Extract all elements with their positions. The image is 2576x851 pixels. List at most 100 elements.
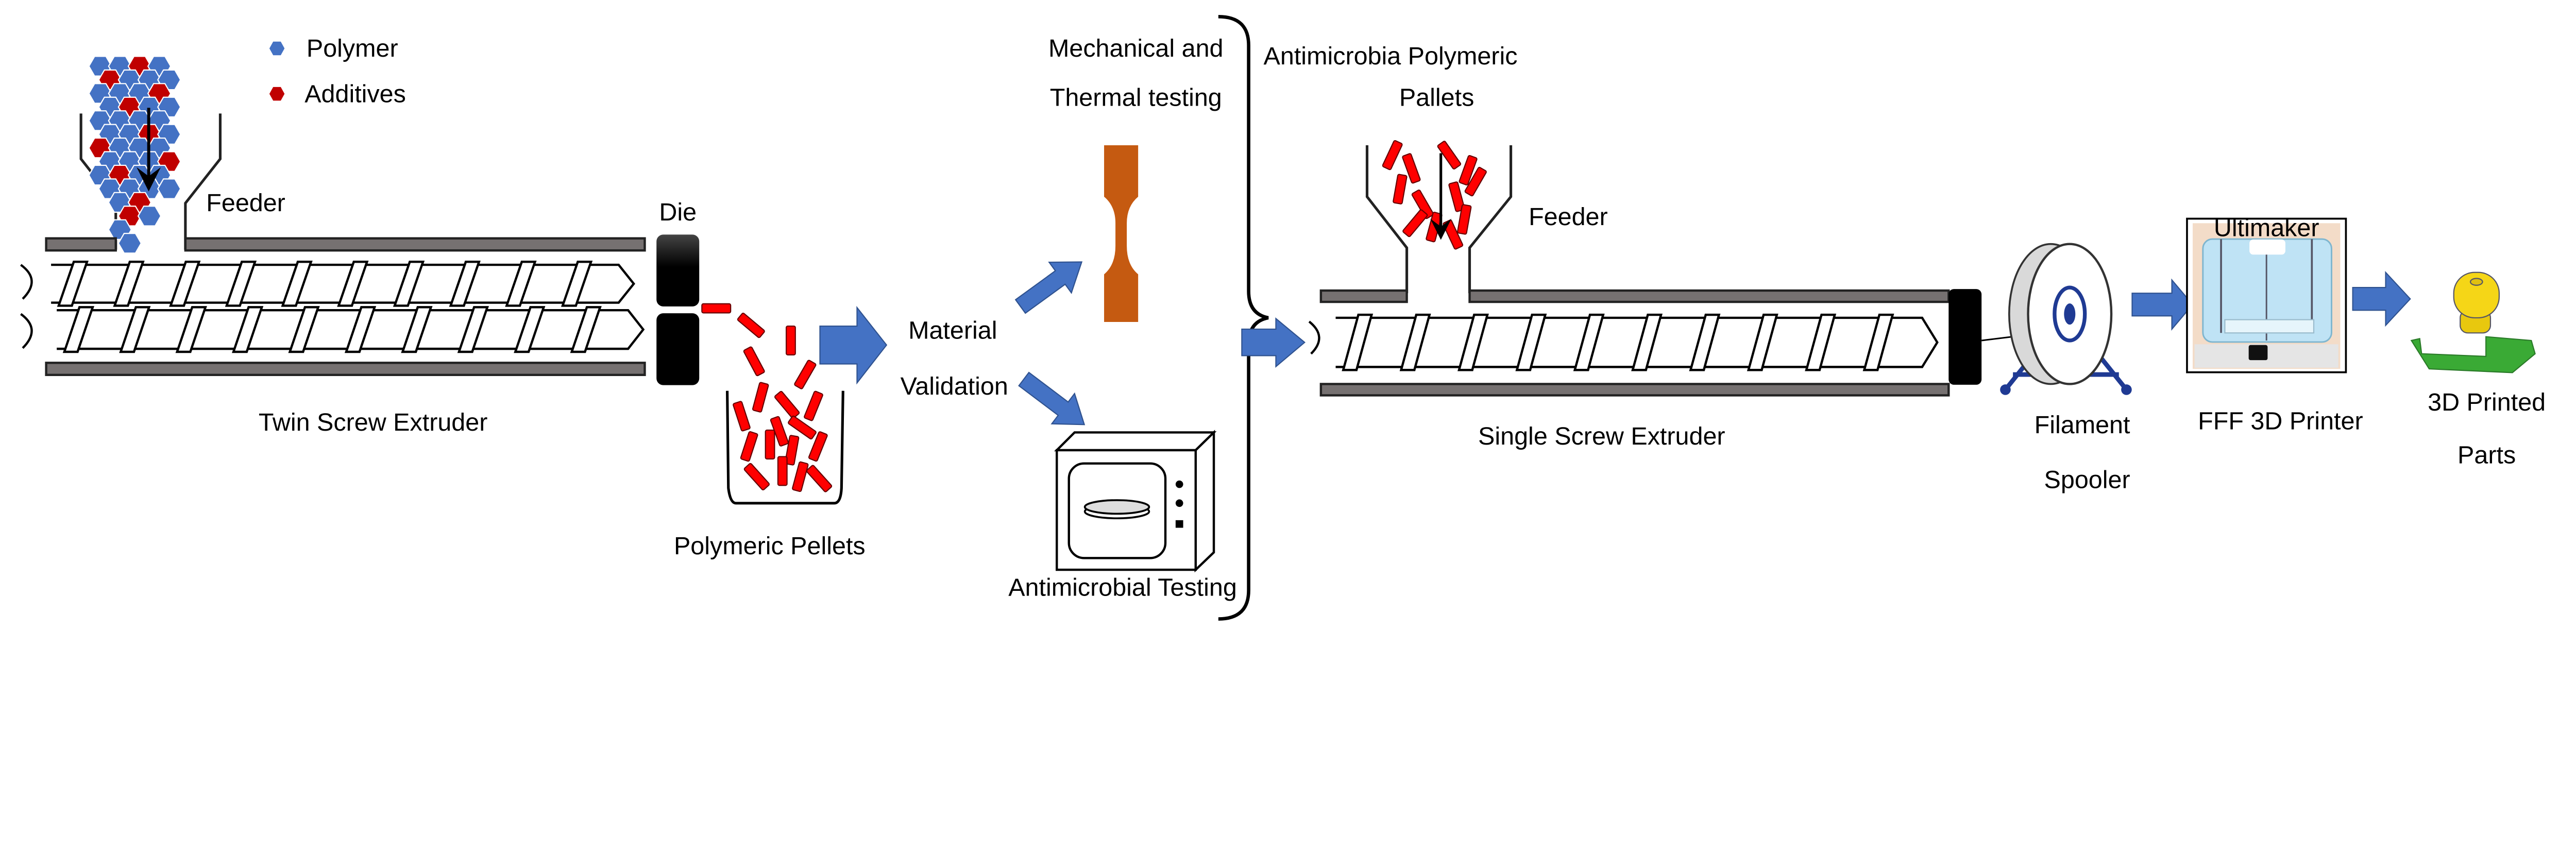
pellet bbox=[1464, 166, 1487, 197]
screw-flight bbox=[393, 261, 425, 307]
pellet bbox=[765, 429, 775, 459]
screw-flight bbox=[1515, 313, 1547, 371]
polymer-hex bbox=[117, 233, 142, 254]
arrow-to-validation bbox=[819, 305, 888, 385]
rotation-arrow-icon bbox=[20, 264, 33, 300]
pellet bbox=[1459, 155, 1478, 186]
pellet bbox=[770, 416, 789, 447]
pellet bbox=[788, 415, 817, 440]
screw-flight bbox=[232, 306, 264, 353]
legend: Polymer Additives bbox=[269, 35, 406, 108]
pellet bbox=[1437, 141, 1462, 169]
3d-printer-icon: Ultimaker bbox=[2186, 214, 2347, 373]
pellet bbox=[777, 456, 788, 486]
screw-flight bbox=[1747, 313, 1778, 371]
arrow-to-single-extruder bbox=[1241, 317, 1306, 368]
twin-screws bbox=[20, 261, 645, 353]
screw-flight bbox=[1458, 313, 1489, 371]
barrel-2-top-left bbox=[1319, 289, 1408, 303]
pellet bbox=[1457, 204, 1472, 235]
die-bottom bbox=[656, 313, 700, 385]
screw-flight bbox=[457, 306, 489, 353]
pallets-label-2: Pallets bbox=[1399, 84, 1474, 112]
printer-brand: Ultimaker bbox=[2214, 214, 2319, 242]
single-screw-label: Single Screw Extruder bbox=[1478, 422, 1725, 450]
legend-additives: Additives bbox=[304, 80, 406, 108]
screw-flight bbox=[1805, 313, 1837, 371]
pellet bbox=[1393, 174, 1408, 205]
screw-flight bbox=[1689, 313, 1721, 371]
rotation-arrow-icon bbox=[1308, 320, 1320, 355]
die-top bbox=[656, 234, 700, 307]
screw-flight bbox=[281, 261, 313, 307]
antimicrobial-label: Antimicrobial Testing bbox=[1008, 574, 1237, 602]
pellet bbox=[1411, 189, 1434, 219]
screw-flight bbox=[119, 306, 151, 353]
arrow-to-antimicrobial bbox=[1018, 371, 1086, 426]
screw-flight bbox=[1399, 313, 1431, 371]
rotation-arrow-icon bbox=[20, 313, 33, 349]
filament-spool-icon bbox=[1981, 243, 2132, 395]
pellet bbox=[1382, 140, 1403, 171]
validation-label-1: Material bbox=[908, 316, 997, 344]
screw-flight bbox=[1862, 313, 1894, 371]
feeder-label-2: Feeder bbox=[1529, 203, 1608, 231]
barrel-2-bottom bbox=[1319, 383, 1950, 397]
screw-flight bbox=[175, 306, 207, 353]
incubator-oven-icon bbox=[1054, 430, 1217, 573]
screw-flight bbox=[57, 261, 89, 307]
screw-shaft bbox=[1335, 316, 1939, 368]
pellet bbox=[1448, 181, 1465, 212]
screw-flight bbox=[225, 261, 257, 307]
feeder-label-1: Feeder bbox=[206, 189, 285, 217]
screw-flight bbox=[401, 306, 433, 353]
spooler-label-1: Filament bbox=[2035, 411, 2130, 439]
pellet bbox=[701, 303, 732, 314]
parts-label-1: 3D Printed bbox=[2428, 388, 2546, 416]
polymer-hex bbox=[157, 178, 181, 199]
arrow-to-parts bbox=[2352, 270, 2411, 327]
arrow-to-mechanical bbox=[1014, 261, 1083, 314]
extrusion-process-diagram: Polymer Additives Feeder Die Twin Screw … bbox=[20, 15, 2546, 621]
twin-screw-label: Twin Screw Extruder bbox=[259, 409, 487, 436]
printed-parts-icon bbox=[2410, 271, 2536, 373]
screw-flight bbox=[62, 306, 95, 353]
screw-flight bbox=[1573, 313, 1605, 371]
feeder-hopper-2 bbox=[1365, 145, 1513, 294]
arrow-to-printer bbox=[2131, 278, 2194, 331]
pellet bbox=[743, 346, 765, 377]
polymer-hex bbox=[137, 206, 162, 227]
validation-label-2: Validation bbox=[901, 372, 1008, 400]
pellet bbox=[792, 461, 809, 492]
die-label: Die bbox=[659, 198, 697, 226]
screw-flight bbox=[1342, 313, 1374, 371]
screw-flight bbox=[337, 261, 369, 307]
twin-screw-extruder: Feeder Die Twin Screw Extruder bbox=[20, 56, 700, 436]
screw-flight bbox=[169, 261, 201, 307]
barrel-2-top-right bbox=[1468, 289, 1950, 303]
screw-flight bbox=[288, 306, 320, 353]
single-screw-extruder: Antimicrobia Polymeric Pallets Feeder Si… bbox=[1264, 42, 1982, 450]
pallets-label-1: Antimicrobia Polymeric bbox=[1264, 42, 1518, 70]
spooler-label-2: Spooler bbox=[2044, 466, 2130, 493]
single-screw bbox=[1308, 313, 1939, 371]
screw-flight bbox=[449, 261, 481, 307]
pellet bbox=[804, 390, 823, 421]
screw-flight bbox=[505, 261, 537, 307]
barrel-top-right bbox=[184, 237, 646, 252]
pellet bbox=[786, 325, 796, 355]
pellet bbox=[806, 465, 833, 492]
mechanical-label-1: Mechanical and bbox=[1048, 35, 1224, 62]
pellet bbox=[808, 431, 828, 462]
pellet bbox=[743, 463, 770, 490]
screw-flight bbox=[344, 306, 377, 353]
pellet bbox=[794, 360, 817, 389]
pellet bbox=[740, 431, 758, 462]
dogbone-specimen-icon bbox=[1104, 145, 1139, 322]
pellet bbox=[774, 390, 800, 419]
screw-shaft bbox=[51, 263, 635, 304]
screw-shaft bbox=[57, 309, 645, 350]
screw-flight bbox=[514, 306, 546, 353]
barrel-bottom bbox=[45, 362, 646, 377]
pellet bbox=[752, 382, 769, 413]
